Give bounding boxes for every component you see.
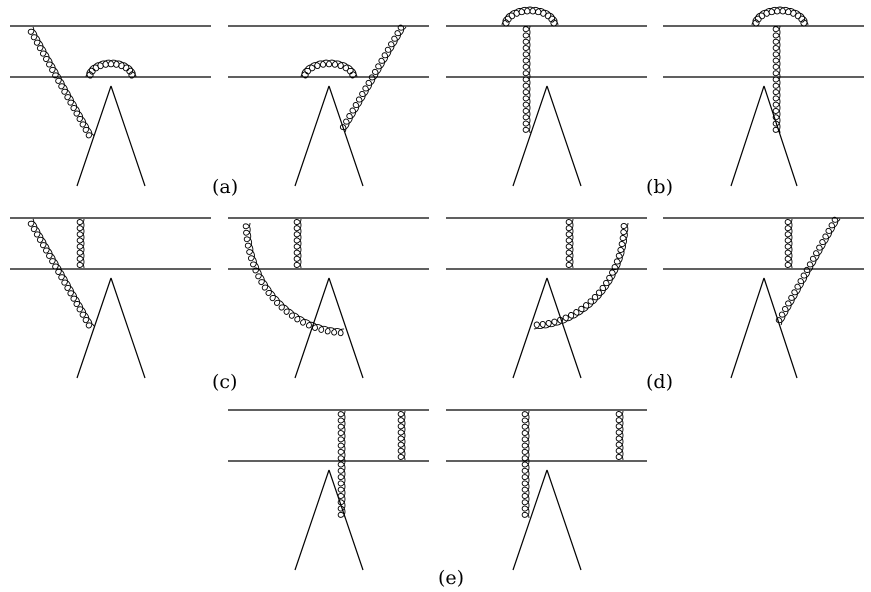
meson-line-left bbox=[512, 277, 548, 379]
meson-line-right bbox=[110, 85, 146, 187]
gluon-exchange bbox=[615, 410, 624, 461]
panel-label-b: (b) bbox=[646, 176, 673, 198]
meson-line-right bbox=[328, 469, 364, 571]
meson-line-right bbox=[328, 85, 364, 187]
gluon-self-energy bbox=[751, 6, 809, 27]
meson-line-left bbox=[294, 85, 330, 187]
meson-line-left bbox=[730, 277, 765, 379]
meson-line-left bbox=[512, 85, 548, 187]
meson-line-right bbox=[328, 277, 364, 379]
gluon-self-energy bbox=[85, 59, 137, 79]
panel-label-a: (a) bbox=[212, 176, 238, 198]
meson-line-left bbox=[76, 277, 112, 379]
gluon-vertical bbox=[521, 410, 530, 519]
meson-line-right bbox=[763, 85, 798, 187]
panel-label-e: (e) bbox=[438, 567, 464, 589]
gluon-vertical bbox=[522, 25, 531, 134]
gluon-arc bbox=[533, 222, 629, 330]
gluon-vertical bbox=[772, 25, 781, 134]
meson-line-left bbox=[294, 469, 330, 571]
diagram-group bbox=[10, 6, 864, 571]
panel-label-c: (c) bbox=[212, 371, 237, 393]
gluon-exchange bbox=[784, 218, 793, 269]
gluon-arc bbox=[242, 222, 345, 337]
gluon-diag bbox=[27, 26, 95, 139]
meson-line-left bbox=[730, 85, 765, 187]
meson-line-left bbox=[512, 469, 548, 571]
gluon-exchange bbox=[397, 410, 406, 461]
gluon-exchange bbox=[565, 218, 574, 269]
gluon-exchange bbox=[76, 218, 85, 269]
meson-line-right bbox=[546, 85, 582, 187]
meson-line-right bbox=[763, 277, 798, 379]
gluon-diag bbox=[27, 218, 95, 329]
meson-line-right bbox=[546, 469, 582, 571]
gluon-diag bbox=[775, 216, 841, 326]
gluon-self-energy bbox=[501, 6, 559, 27]
gluon-diag bbox=[339, 24, 407, 133]
gluon-vertical bbox=[337, 410, 346, 519]
gluon-self-energy bbox=[300, 59, 358, 79]
meson-line-left bbox=[294, 277, 330, 379]
meson-line-right bbox=[546, 277, 582, 379]
meson-line-right bbox=[110, 277, 146, 379]
gluon-exchange bbox=[293, 218, 302, 269]
panel-label-d: (d) bbox=[646, 371, 673, 393]
